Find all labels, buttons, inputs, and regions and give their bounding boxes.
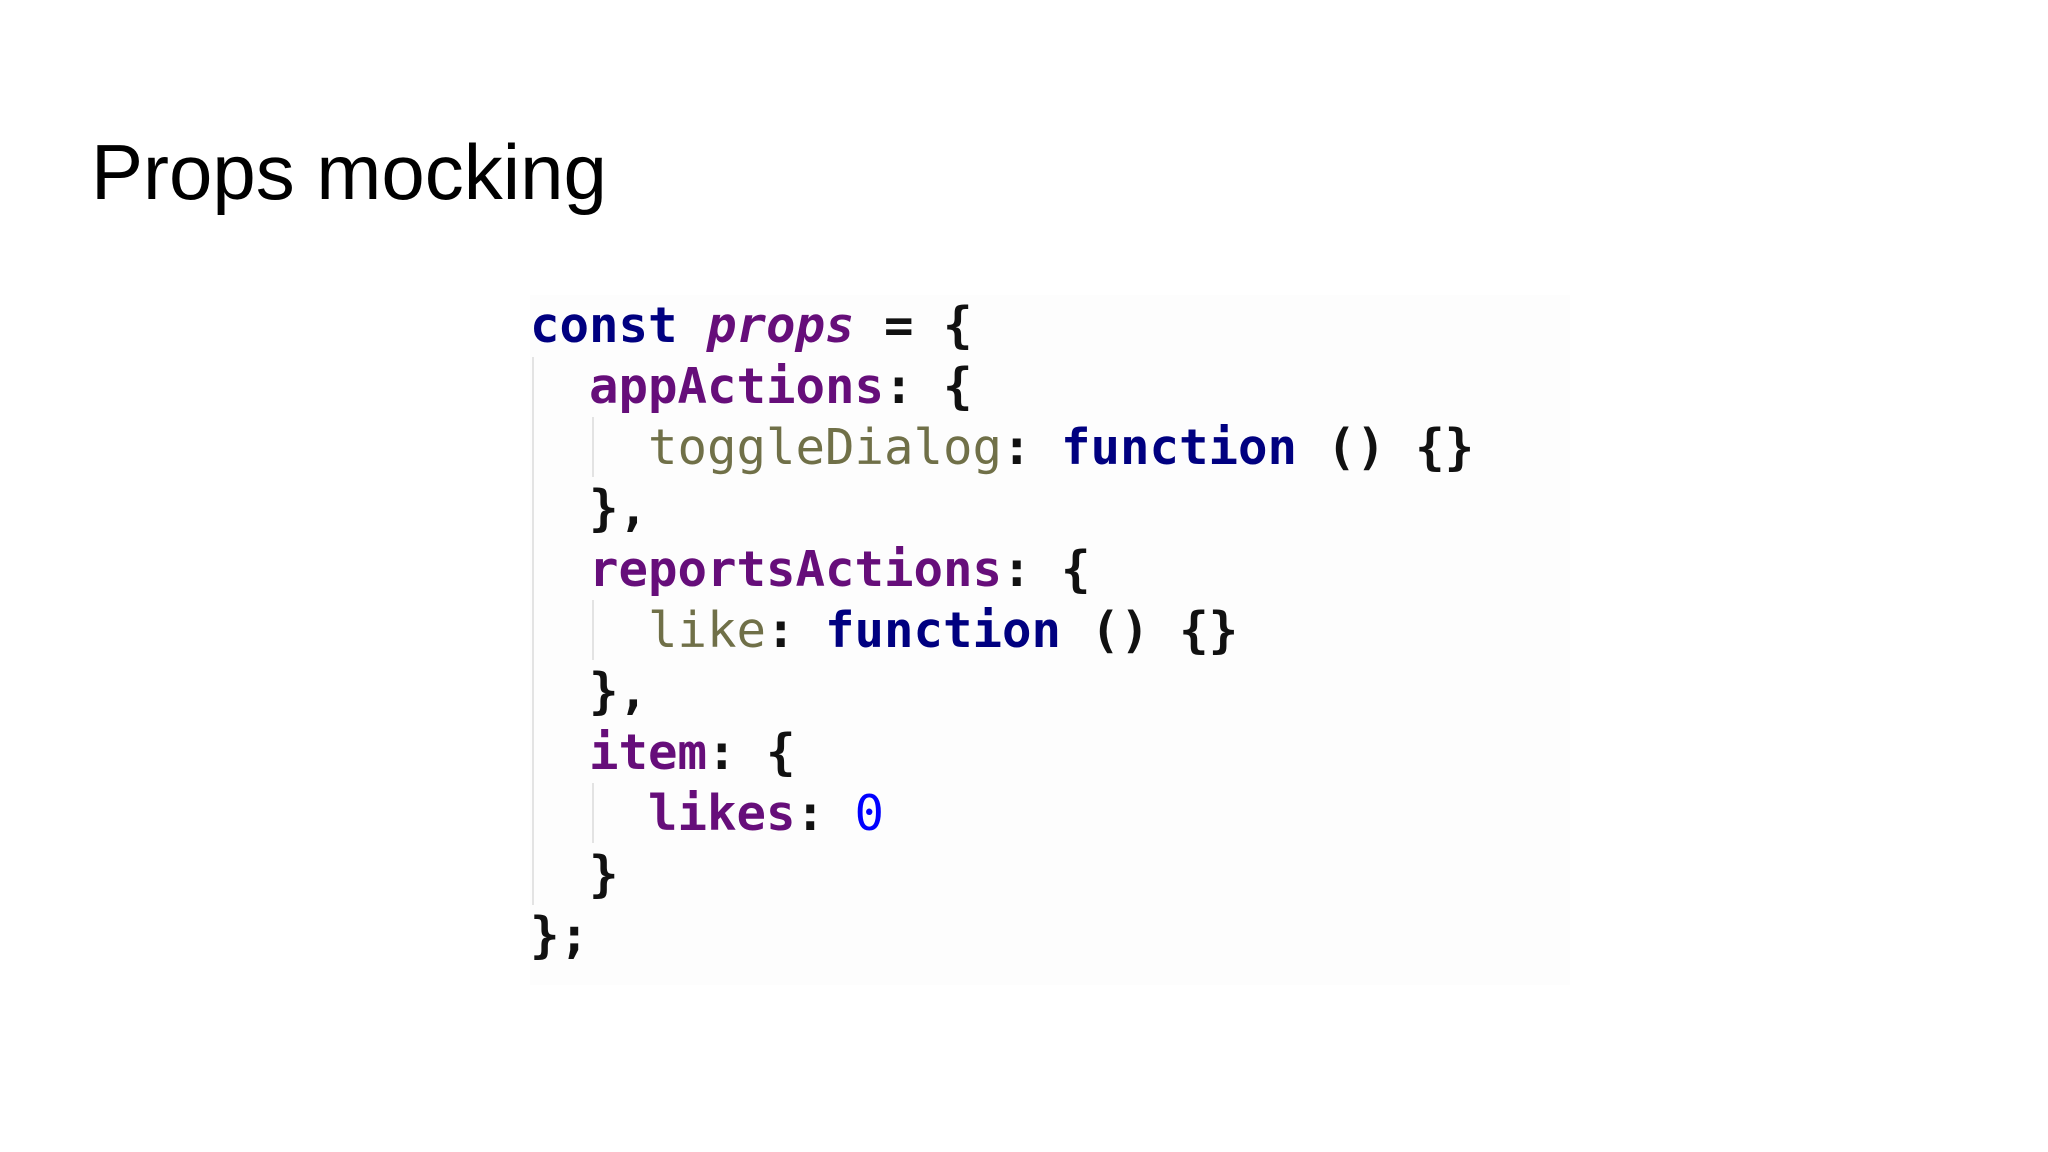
code-token-punct: () {}	[1297, 419, 1475, 476]
code-token-punct	[530, 785, 648, 842]
code-token-var: props	[707, 297, 855, 354]
code-token-punct: },	[530, 663, 649, 720]
code-token-punct: () {}	[1061, 602, 1239, 659]
code-token-method: toggleDialog	[648, 419, 1003, 476]
code-token-punct: :	[766, 602, 826, 659]
code-line: },	[530, 478, 648, 539]
code-token-punct	[678, 297, 708, 354]
code-line: likes: 0	[530, 783, 884, 844]
indent-guide	[592, 600, 594, 660]
code-line: };	[530, 905, 589, 966]
code-token-method: like	[648, 602, 767, 659]
code-token-keyword: function	[825, 602, 1062, 659]
code-token-punct: }	[530, 846, 619, 903]
code-token-punct: = {	[854, 297, 973, 354]
code-token-punct	[530, 541, 589, 598]
code-line: like: function () {}	[530, 600, 1238, 661]
code-line: }	[530, 844, 619, 905]
code-token-punct: : {	[884, 358, 973, 415]
code-token-punct: };	[530, 907, 590, 964]
code-line: const props = {	[530, 295, 973, 356]
code-token-punct: :	[1002, 419, 1062, 476]
code-token-punct: :	[795, 785, 855, 842]
code-token-punct: : {	[1002, 541, 1091, 598]
code-block: const props = { appActions: { toggleDial…	[530, 295, 1570, 985]
code-token-punct	[530, 602, 648, 659]
code-line: appActions: {	[530, 356, 973, 417]
code-token-prop: item	[589, 724, 708, 781]
code-line: item: {	[530, 722, 796, 783]
code-token-punct	[530, 724, 589, 781]
code-token-prop: likes	[648, 785, 796, 842]
code-token-prop: reportsActions	[589, 541, 1003, 598]
indent-guide	[592, 783, 594, 843]
indent-guide	[592, 417, 594, 477]
code-token-keyword: function	[1061, 419, 1298, 476]
code-token-keyword: const	[530, 297, 678, 354]
code-line: },	[530, 661, 648, 722]
code-line: toggleDialog: function () {}	[530, 417, 1474, 478]
code-token-punct: },	[530, 480, 649, 537]
indent-guide	[532, 357, 534, 905]
code-line: reportsActions: {	[530, 539, 1091, 600]
code-token-prop: appActions	[589, 358, 885, 415]
code-token-punct	[530, 358, 589, 415]
code-token-num: 0	[854, 785, 885, 842]
code-token-punct	[530, 419, 648, 476]
slide-title: Props mocking	[91, 128, 607, 216]
code-token-punct: : {	[707, 724, 796, 781]
